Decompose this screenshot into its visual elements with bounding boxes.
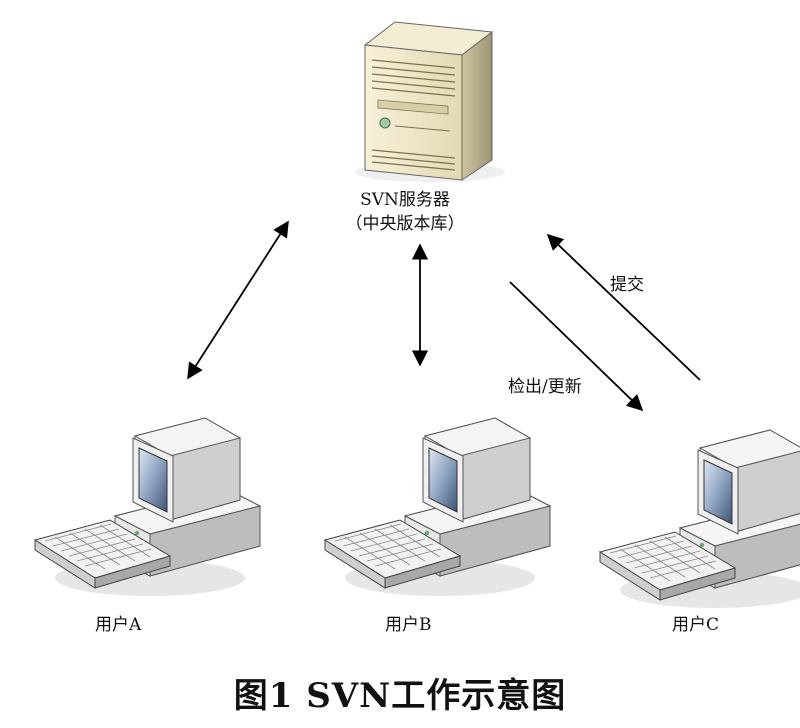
server-icon (355, 21, 505, 182)
client-c-computer-icon (599, 429, 800, 609)
figure-caption: 图1 SVN工作示意图 (233, 676, 567, 716)
checkout-update-edge-label: 检出/更新 (508, 377, 582, 397)
server-name: SVN服务器 (360, 190, 450, 210)
edge-server-user-a (187, 220, 289, 380)
client-a-label: 用户A (95, 615, 142, 635)
commit-edge-label: 提交 (610, 275, 644, 295)
edge-commit (546, 233, 701, 381)
edge-checkout-update (509, 281, 644, 412)
client-b-computer-icon (324, 417, 551, 597)
client-b-label: 用户B (385, 615, 432, 635)
client-c-label: 用户C (672, 615, 720, 635)
server-subtitle: （中央版本库） (345, 214, 465, 234)
client-a-computer-icon (34, 417, 261, 597)
server-label: SVN服务器 （中央版本库） (320, 188, 490, 236)
